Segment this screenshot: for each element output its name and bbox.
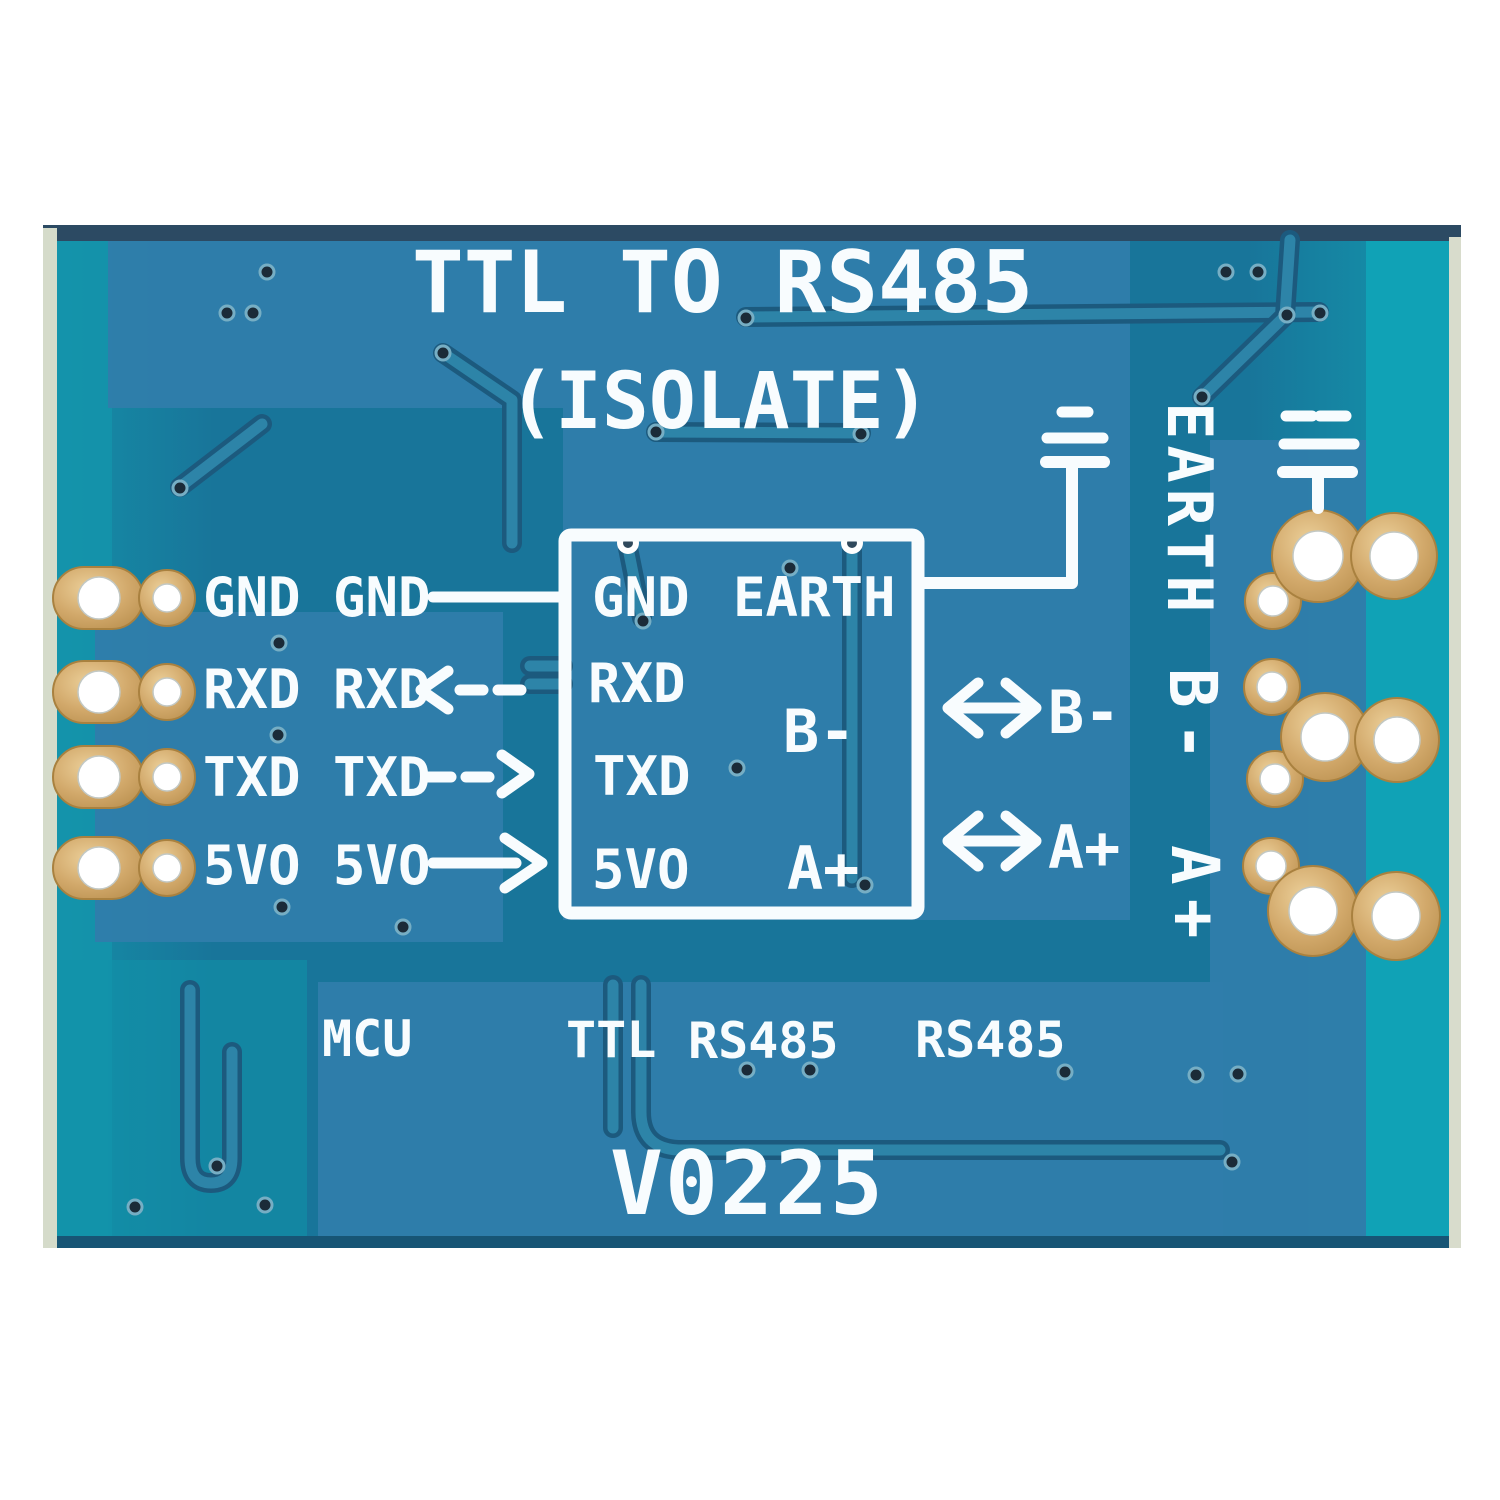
label-txd-pad: TXD <box>203 746 301 809</box>
label-rxd-pad: RXD <box>203 658 301 721</box>
label-5vo-pad: 5VO <box>203 834 301 897</box>
board-right-edge-strip <box>1449 237 1461 1248</box>
pad-txd <box>52 745 196 809</box>
pad-gnd <box>52 566 196 630</box>
box-pin-5vo: 5VO <box>592 838 690 901</box>
box-pin-earth: EARTH <box>733 566 896 629</box>
label-b-minus: B- <box>1048 678 1120 748</box>
rs485-pads <box>1242 509 1441 961</box>
pad-b-minus <box>1243 658 1440 808</box>
a-plus-double-arrow-icon <box>942 810 1042 872</box>
label-5vo-line: 5VO <box>333 834 431 897</box>
edge-label-a-plus: A+ <box>1156 845 1233 952</box>
earth-symbol-edge-icon <box>1277 410 1360 514</box>
label-gnd-line: GND <box>333 566 431 629</box>
board-subtitle: (ISOLATE) <box>508 357 931 447</box>
section-label-rs485-outer: RS485 <box>915 1011 1066 1069</box>
txd-arrow-right-icon <box>422 749 535 799</box>
box-pin-b-minus: B- <box>783 697 855 767</box>
label-a-plus: A+ <box>1048 813 1120 883</box>
version-label: V0225 <box>610 1132 885 1235</box>
pad-5vo <box>52 836 196 900</box>
box-pin-rxd: RXD <box>588 652 686 715</box>
pad-a-plus <box>1242 837 1441 961</box>
earth-symbol-icon <box>912 406 1110 589</box>
board-bottom-edge <box>43 1236 1461 1248</box>
mcu-header-pads <box>52 566 196 900</box>
section-label-ttl: TTL <box>566 1011 656 1069</box>
isolator-box-pins: GND RXD TXD 5VO EARTH B- A+ <box>588 566 896 904</box>
box-pin-gnd: GND <box>592 566 690 629</box>
edge-label-earth: EARTH <box>1153 402 1226 619</box>
isolator-box-outline <box>558 528 925 920</box>
box-pin-a-plus: A+ <box>787 834 859 904</box>
label-rxd-line: RXD <box>333 658 431 721</box>
mcu-header-labels: GND GND RXD RXD TXD TXD 5VO 5VO <box>203 566 569 897</box>
board-left-edge-strip <box>43 228 57 1248</box>
section-labels: MCU TTL RS485 RS485 <box>322 1010 1066 1070</box>
rxd-arrow-left-icon <box>415 665 527 715</box>
label-gnd-pad: GND <box>203 566 301 629</box>
5vo-arrow-right-icon <box>427 832 548 894</box>
section-label-mcu: MCU <box>322 1010 412 1068</box>
edge-label-b-minus: B- <box>1154 668 1231 775</box>
b-minus-double-arrow-icon <box>942 677 1042 739</box>
board-title: TTL TO RS485 <box>412 233 1033 333</box>
board-top-edge <box>43 225 1461 241</box>
edge-labels: EARTH B- A+ <box>1153 402 1233 952</box>
section-label-rs485-inner: RS485 <box>688 1012 839 1070</box>
rs485-mid-labels: B- A+ <box>942 677 1120 883</box>
pad-rxd <box>52 660 196 724</box>
box-pin-txd: TXD <box>593 745 691 808</box>
label-txd-line: TXD <box>333 746 431 809</box>
pad-earth <box>1244 509 1438 630</box>
